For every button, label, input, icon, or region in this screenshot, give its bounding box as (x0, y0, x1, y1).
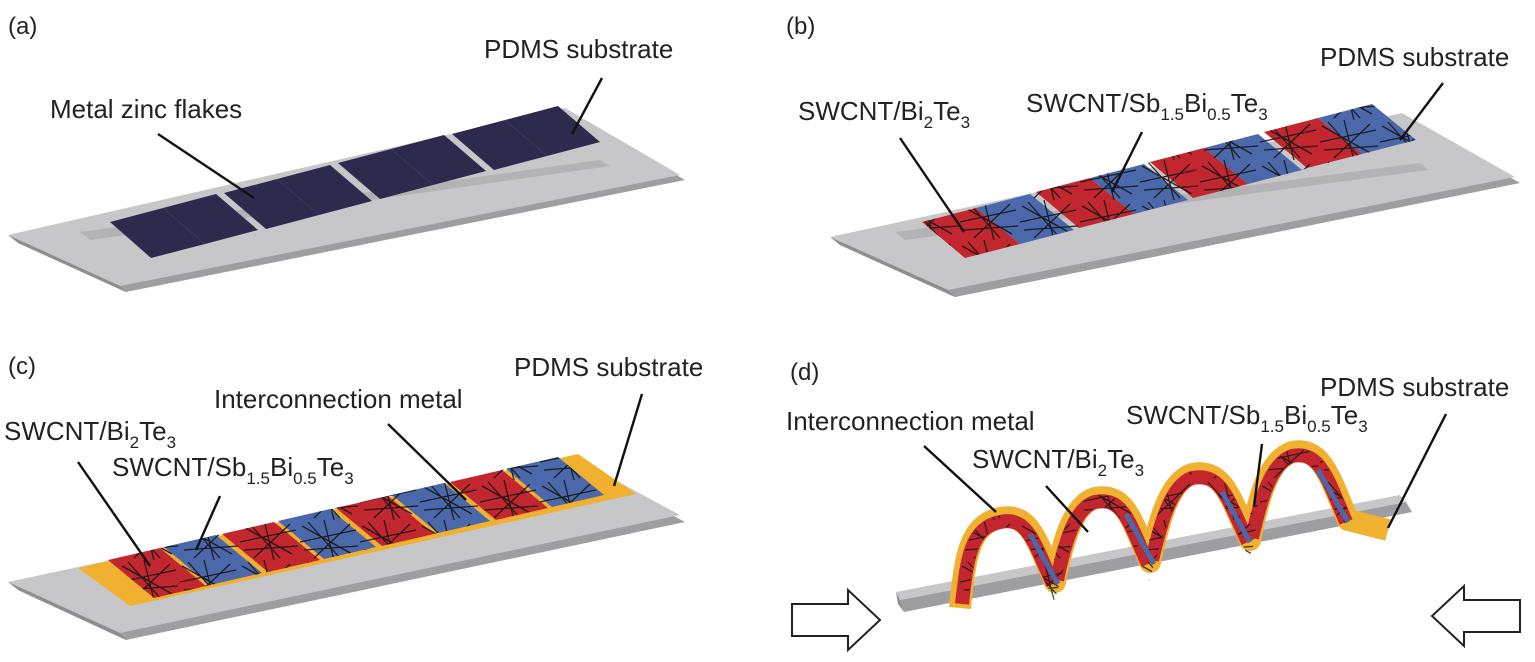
panel-a-label: (a) (8, 13, 37, 40)
panel-d-callout-pdms: PDMS substrate (1320, 372, 1509, 402)
panel-b-thermoelectric-legs (922, 104, 1416, 258)
panel-b-pdms-substrate (830, 113, 1520, 297)
panel-a-callout-zinc: Metal zinc flakes (50, 94, 242, 124)
zinc-flake (163, 194, 258, 244)
panel-b-leader-sbbite (1110, 131, 1144, 193)
panel-d-compression-arrow-right (1430, 583, 1521, 649)
panel-d-callout-interconnect: Interconnection metal (786, 406, 1035, 436)
zinc-flake (277, 165, 372, 215)
panel-d: (d) PDMS substrate Interconnection metal (786, 359, 1521, 653)
panel-d-leader-bi2te3 (1045, 485, 1089, 533)
panel-b-leader-bi2te3 (899, 137, 965, 233)
fiber-network (108, 457, 604, 598)
panel-b-callout-sbbite: SWCNT/Sb1.5Bi0.5Te3 (1026, 88, 1268, 124)
panel-c-callout-sbbite: SWCNT/Sb1.5Bi0.5Te3 (112, 452, 354, 488)
panel-d-callout-sbbite: SWCNT/Sb1.5Bi0.5Te3 (1126, 400, 1368, 436)
panel-b-label: (b) (786, 13, 815, 40)
panel-a: (a) PDMS substrate Metal zinc flakes (8, 13, 685, 292)
panel-d-buckled-device (949, 440, 1391, 610)
panel-a-leader-zinc (157, 133, 255, 199)
fiber-network (956, 449, 1352, 605)
panel-c-callout-interconnect: Interconnection metal (214, 384, 463, 414)
zinc-flake (224, 179, 319, 229)
panel-d-label: (d) (790, 359, 819, 386)
panel-c-label: (c) (8, 353, 36, 380)
panel-d-leader-interconnect (923, 445, 997, 513)
panel-c-callout-pdms: PDMS substrate (514, 352, 703, 382)
panel-c-thermoelectric-legs (108, 457, 604, 598)
panel-b-callout-bi2te3: SWCNT/Bi2Te3 (798, 96, 970, 132)
panel-d-leader-sbbite (1252, 443, 1264, 507)
panel-a-callout-pdms: PDMS substrate (484, 34, 673, 64)
panel-b-leader-pdms (1399, 82, 1444, 141)
panel-c: (c) PDMS substrate Interconnection metal… (4, 352, 703, 640)
fiber-network (922, 104, 1416, 258)
panel-c-callout-bi2te3: SWCNT/Bi2Te3 (4, 416, 176, 452)
panel-b: (b) PDMS substrate SWCNT/Bi2Te3 SWCNT/Sb… (786, 13, 1520, 297)
panel-c-leader-pdms (612, 393, 644, 487)
zinc-flake (452, 120, 547, 170)
panel-c-leader-interconnect (387, 423, 467, 501)
zinc-flake (505, 106, 600, 156)
panel-a-zinc-flakes (110, 106, 600, 258)
panel-d-callout-bi2te3: SWCNT/Bi2Te3 (972, 444, 1144, 480)
panel-b-callout-pdms: PDMS substrate (1320, 42, 1509, 72)
panel-d-leader-pdms (1386, 413, 1448, 529)
zinc-flake (110, 208, 205, 258)
panel-a-leader-pdms (570, 77, 604, 135)
panel-c-leader-sbbite (194, 495, 222, 551)
panel-c-leader-bi2te3 (77, 461, 151, 567)
zinc-flake (391, 135, 486, 185)
zinc-flake (338, 149, 433, 199)
panel-d-compression-arrow-left (791, 587, 882, 653)
